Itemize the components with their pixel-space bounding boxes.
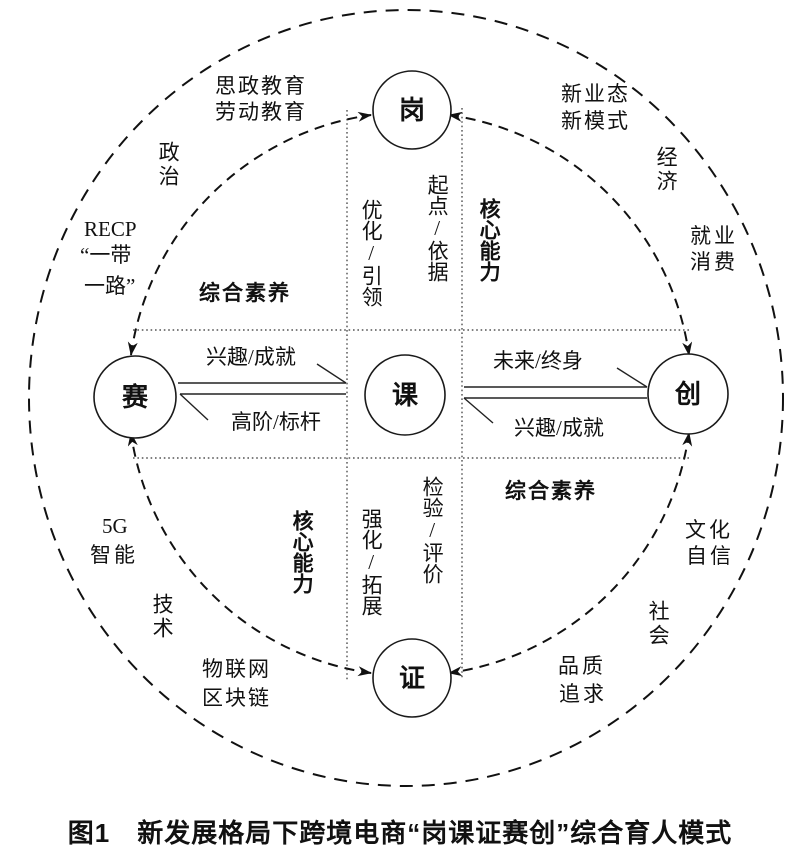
arrow-course-to-competition — [179, 393, 346, 421]
label-origin-basis: 起点/依据 — [425, 174, 450, 282]
label-new-models: 新模式 — [561, 109, 630, 133]
label-strengthen-expand: 强化/拓展 — [359, 508, 384, 616]
label-intelligence: 智能 — [90, 543, 138, 567]
label-axis-society: 社会 — [646, 600, 671, 648]
label-recp: RECP — [84, 217, 137, 241]
label-culture: 文化 — [685, 518, 733, 542]
arrow-innovation-to-course — [463, 397, 647, 424]
label-axis-economy: 经济 — [654, 146, 679, 194]
label-iot: 物联网 — [202, 657, 271, 681]
node-label-post: 岗 — [398, 96, 426, 126]
label-ideology-education: 思政教育 — [215, 74, 307, 98]
node-circle-course — [364, 354, 446, 436]
label-examine-evaluate: 检验/评价 — [420, 476, 445, 584]
label-belt-line1: “一带 — [80, 243, 132, 267]
label-interest-achievement-right: 兴趣/成就 — [514, 416, 604, 440]
node-label-course: 课 — [391, 381, 419, 411]
label-blockchain: 区块链 — [202, 686, 271, 710]
label-consumption: 消费 — [690, 250, 738, 274]
label-employment: 就业 — [690, 224, 738, 248]
node-circle-post — [372, 70, 452, 150]
node-label-innovation: 创 — [674, 380, 702, 410]
outer-cycle-ellipse — [28, 9, 784, 787]
label-core-ability-top: 核心能力 — [477, 198, 502, 282]
arrow-competition-to-course — [178, 363, 347, 384]
label-future-lifelong: 未来/终身 — [493, 349, 583, 373]
node-circle-innovation — [647, 353, 729, 435]
label-core-ability-bottom: 核心能力 — [290, 510, 315, 594]
label-comprehensive-quality-bottomright: 综合素养 — [505, 479, 597, 503]
node-label-certificate: 证 — [398, 664, 426, 694]
label-optimize-lead: 优化/引领 — [359, 199, 384, 307]
label-interest-achievement-left: 兴趣/成就 — [206, 345, 296, 369]
label-axis-politics: 政治 — [156, 141, 181, 189]
label-new-business-forms: 新业态 — [561, 82, 630, 106]
arrow-course-to-innovation — [464, 367, 648, 388]
node-circle-certificate — [372, 638, 452, 718]
inner-arc-top-left — [127, 111, 372, 356]
inner-arc-bottom-right — [448, 432, 693, 677]
label-quality: 品质 — [558, 654, 606, 678]
label-labor-education: 劳动教育 — [215, 100, 307, 124]
inner-arc-bottom-left — [127, 432, 372, 677]
label-comprehensive-quality-topleft: 综合素养 — [199, 281, 291, 305]
label-advanced-benchmark: 高阶/标杆 — [231, 410, 321, 434]
label-pursuit: 追求 — [559, 682, 607, 706]
node-label-competition: 赛 — [121, 383, 149, 413]
label-5g: 5G — [102, 514, 128, 538]
figure-caption: 图1 新发展格局下跨境电商“岗课证赛创”综合育人模式 — [67, 818, 733, 848]
inner-arc-top-right — [448, 111, 693, 356]
label-road-line2: 一路” — [84, 274, 136, 298]
label-confidence: 自信 — [686, 544, 734, 568]
node-circle-competition — [93, 355, 177, 439]
label-axis-technology: 技术 — [150, 593, 175, 641]
